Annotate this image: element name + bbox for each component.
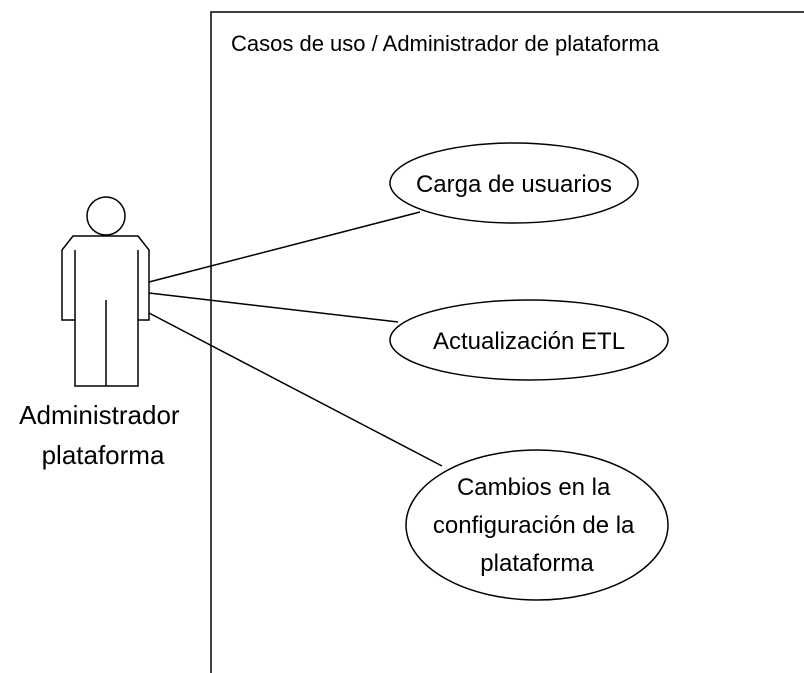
use-case-carga-de-usuarios: Carga de usuarios (389, 142, 639, 224)
use-case-cambios-configuracion: Cambios en la configuración de la plataf… (405, 449, 669, 601)
associations (148, 211, 443, 467)
system-boundary-title: Casos de uso / Administrador de platafor… (231, 31, 660, 56)
system-boundary: Casos de uso / Administrador de platafor… (210, 11, 804, 673)
use-case-label: Actualización ETL (433, 328, 625, 355)
actor-label: Administrador plataforma (19, 400, 187, 470)
association-carga-de-usuarios (148, 211, 421, 283)
use-case-ellipse (389, 299, 669, 381)
use-case-label-line-2: configuración de la (433, 512, 635, 539)
use-case-ellipse (389, 142, 639, 224)
actor-head (86, 196, 126, 236)
use-case-label-line-1: Carga de usuarios (416, 171, 612, 198)
use-case-actualizacion-etl: Actualización ETL (389, 299, 669, 381)
association-cambios-configuracion (148, 312, 443, 467)
use-case-label: Cambios en la configuración de la plataf… (433, 474, 641, 577)
use-case-label: Carga de usuarios (416, 171, 612, 198)
use-case-label-line-1: Actualización ETL (433, 328, 625, 355)
association-actualizacion-etl (148, 292, 399, 323)
use-case-label-line-1: Cambios en la (457, 474, 611, 501)
system-boundary-frame (210, 11, 804, 673)
use-case-ellipse (405, 449, 669, 601)
actor-label-line-2: plataforma (42, 440, 165, 470)
actor-administrador-plataforma: Administrador plataforma (19, 196, 187, 470)
use-case-label-line-3: plataforma (480, 550, 594, 577)
actor-label-line-1: Administrador (19, 400, 180, 430)
